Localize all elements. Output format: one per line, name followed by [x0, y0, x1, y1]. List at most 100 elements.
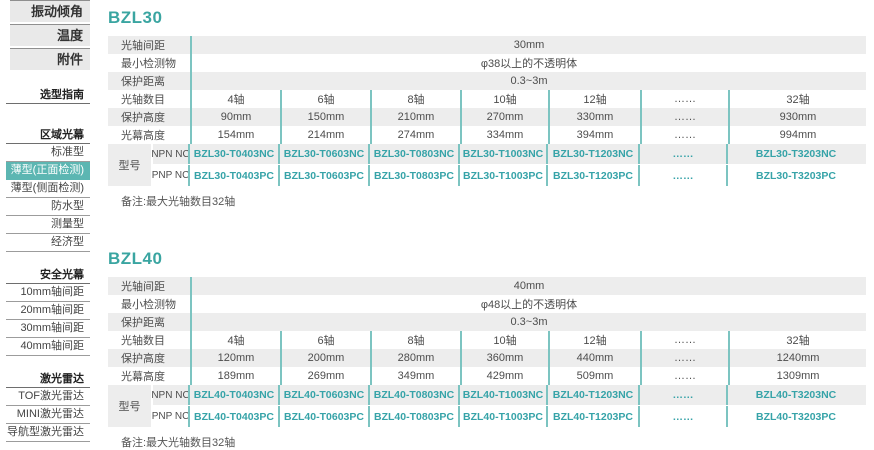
spec-label: 保护距离 [121, 317, 165, 329]
axis-value-cell: …… [640, 126, 728, 144]
bzl30-spec-table: 光轴间距 30mm 最小检测物 φ38以上的不透明体 保护距离 0.3~3m 光… [108, 36, 866, 186]
axis-value-cell: 90mm [190, 108, 280, 126]
axis-value-cell: 8轴 [370, 90, 460, 108]
model-number-link[interactable]: BZL40-T1203PC [546, 406, 638, 427]
model-number-link[interactable]: BZL30-T3203NC [726, 144, 864, 164]
model-ellipsis: …… [638, 144, 726, 164]
sidebar-item-navigation-lidar[interactable]: 导航型激光雷达 [6, 424, 90, 442]
model-number-link[interactable]: BZL30-T0803NC [368, 144, 458, 164]
sidebar-item-20mm-axis-pitch[interactable]: 20mm轴间距 [6, 302, 90, 320]
axis-row-label: 光轴数目 [121, 94, 165, 106]
sidebar-item-mini-lidar[interactable]: MINI激光雷达 [6, 406, 90, 424]
spec-row-axis-pitch: 光轴间距 40mm [108, 277, 866, 295]
axis-value-cell: 4轴 [190, 331, 280, 349]
spec-value: 0.3~3m [190, 72, 866, 90]
sidebar-group-lidar: 激光雷达 TOF激光雷达 MINI激光雷达 导航型激光雷达 [0, 371, 96, 442]
axis-row-curtain-height: 光幕高度 189mm 269mm 349mm 429mm 509mm …… 13… [108, 367, 866, 385]
sidebar-item-accessories[interactable]: 附件 [10, 48, 90, 70]
spec-label: 最小检测物 [121, 58, 176, 70]
model-number-link[interactable]: BZL30-T0603PC [278, 165, 368, 186]
axis-row-label: 保护高度 [121, 112, 165, 124]
sidebar-item-selection-guide[interactable]: 选型指南 [6, 87, 90, 104]
model-number-link[interactable]: BZL30-T3203PC [726, 165, 864, 186]
model-number-link[interactable]: BZL40-T0803NC [368, 385, 458, 405]
sidebar-item-thin-side-detection[interactable]: 薄型(侧面检测) [6, 180, 90, 198]
axis-value-cell: 994mm [728, 126, 866, 144]
model-number-link[interactable]: BZL40-T3203NC [726, 385, 864, 405]
axis-value-cell: 10轴 [460, 331, 548, 349]
spec-value: φ38以上的不透明体 [190, 54, 866, 72]
model-number-link[interactable]: BZL30-T0403NC [188, 144, 278, 164]
axis-value-cell: 12轴 [548, 331, 640, 349]
axis-row-label: 光幕高度 [121, 130, 165, 142]
model-number-link[interactable]: BZL30-T0603NC [278, 144, 368, 164]
spec-label: 光轴间距 [121, 40, 165, 52]
model-number-link[interactable]: BZL40-T0803PC [368, 406, 458, 427]
axis-value-cell: …… [640, 367, 728, 385]
model-number-link[interactable]: BZL40-T0403NC [188, 385, 278, 405]
model-label: 型号 [108, 144, 153, 186]
sidebar-item-tof-lidar[interactable]: TOF激光雷达 [6, 388, 90, 406]
sidebar-item-temperature[interactable]: 温度 [10, 24, 90, 46]
sidebar-item-standard-type[interactable]: 标准型 [6, 144, 90, 162]
axis-value-cell: 154mm [190, 126, 280, 144]
axis-value-cell: 360mm [460, 349, 548, 367]
table-note: 备注:最大光轴数目32轴 [121, 437, 236, 449]
axis-row-curtain-height: 光幕高度 154mm 214mm 274mm 334mm 394mm …… 99… [108, 126, 866, 144]
model-number-link[interactable]: BZL40-T3203PC [726, 406, 864, 427]
axis-value-cell: 349mm [370, 367, 460, 385]
sidebar-header-lidar[interactable]: 激光雷达 [6, 371, 90, 388]
axis-row-protect-height: 保护高度 120mm 200mm 280mm 360mm 440mm …… 12… [108, 349, 866, 367]
page-title-bzl30: BZL30 [108, 8, 163, 27]
spec-value: 0.3~3m [190, 313, 866, 331]
model-number-link[interactable]: BZL30-T1203PC [546, 165, 638, 186]
model-number-link[interactable]: BZL40-T0603PC [278, 406, 368, 427]
axis-value-cell: 270mm [460, 108, 548, 126]
model-output-type: NPN NC [151, 148, 190, 160]
axis-value-cell: 394mm [548, 126, 640, 144]
model-number-link[interactable]: BZL30-T0803PC [368, 165, 458, 186]
axis-value-cell: 4轴 [190, 90, 280, 108]
spec-row-axis-pitch: 光轴间距 30mm [108, 36, 866, 54]
model-row-pnp: PNP NC BZL30-T0403PC BZL30-T0603PC BZL30… [152, 165, 866, 186]
model-number-link[interactable]: BZL30-T1203NC [546, 144, 638, 164]
sidebar-item-economy-type[interactable]: 经济型 [6, 234, 90, 252]
axis-value-cell: 6轴 [280, 331, 370, 349]
model-output-type: PNP NC [151, 411, 190, 422]
axis-value-cell: 334mm [460, 126, 548, 144]
axis-value-cell: …… [640, 331, 728, 349]
model-number-link[interactable]: BZL40-T1203NC [546, 385, 638, 405]
sidebar-group-safety-light-curtain: 安全光幕 10mm轴间距 20mm轴间距 30mm轴间距 40mm轴间距 [0, 267, 96, 356]
main-content: BZL30 光轴间距 30mm 最小检测物 φ38以上的不透明体 保护距离 0.… [108, 8, 866, 450]
axis-value-cell: 1240mm [728, 349, 866, 367]
sidebar-header-area-light-curtain[interactable]: 区域光幕 [6, 127, 90, 144]
axis-value-cell: …… [640, 349, 728, 367]
bzl40-spec-table: 光轴间距 40mm 最小检测物 φ48以上的不透明体 保护距离 0.3~3m 光… [108, 277, 866, 427]
model-number-link[interactable]: BZL30-T0403PC [188, 165, 278, 186]
axis-value-cell: 214mm [280, 126, 370, 144]
sidebar-item-measurement-type[interactable]: 测量型 [6, 216, 90, 234]
spec-row-protect-distance: 保护距离 0.3~3m [108, 72, 866, 90]
model-ellipsis: …… [638, 385, 726, 405]
sidebar-item-vibration-inclination[interactable]: 振动倾角 [10, 0, 90, 22]
model-number-link[interactable]: BZL30-T1003NC [458, 144, 546, 164]
axis-value-cell: 150mm [280, 108, 370, 126]
sidebar-item-waterproof-type[interactable]: 防水型 [6, 198, 90, 216]
spec-value: φ48以上的不透明体 [190, 295, 866, 313]
sidebar-item-30mm-axis-pitch[interactable]: 30mm轴间距 [6, 320, 90, 338]
spec-label: 光轴间距 [121, 281, 165, 293]
sidebar-header-safety-light-curtain[interactable]: 安全光幕 [6, 267, 90, 284]
table-note: 备注:最大光轴数目32轴 [121, 196, 236, 208]
sidebar-item-40mm-axis-pitch[interactable]: 40mm轴间距 [6, 338, 90, 356]
axis-row-count: 光轴数目 4轴 6轴 8轴 10轴 12轴 …… 32轴 [108, 90, 866, 108]
axis-value-cell: 210mm [370, 108, 460, 126]
sidebar-item-thin-front-detection[interactable]: 薄型(正面检测) [6, 162, 90, 180]
model-number-link[interactable]: BZL40-T0403PC [188, 406, 278, 427]
model-number-link[interactable]: BZL40-T1003PC [458, 406, 546, 427]
model-number-link[interactable]: BZL40-T0603NC [278, 385, 368, 405]
sidebar-item-10mm-axis-pitch[interactable]: 10mm轴间距 [6, 284, 90, 302]
model-number-link[interactable]: BZL40-T1003NC [458, 385, 546, 405]
sidebar: 振动倾角 温度 附件 选型指南 区域光幕 标准型 薄型(正面检测) 薄型(侧面检… [0, 0, 96, 442]
model-row-npn: NPN NC BZL30-T0403NC BZL30-T0603NC BZL30… [151, 144, 866, 165]
model-number-link[interactable]: BZL30-T1003PC [458, 165, 546, 186]
